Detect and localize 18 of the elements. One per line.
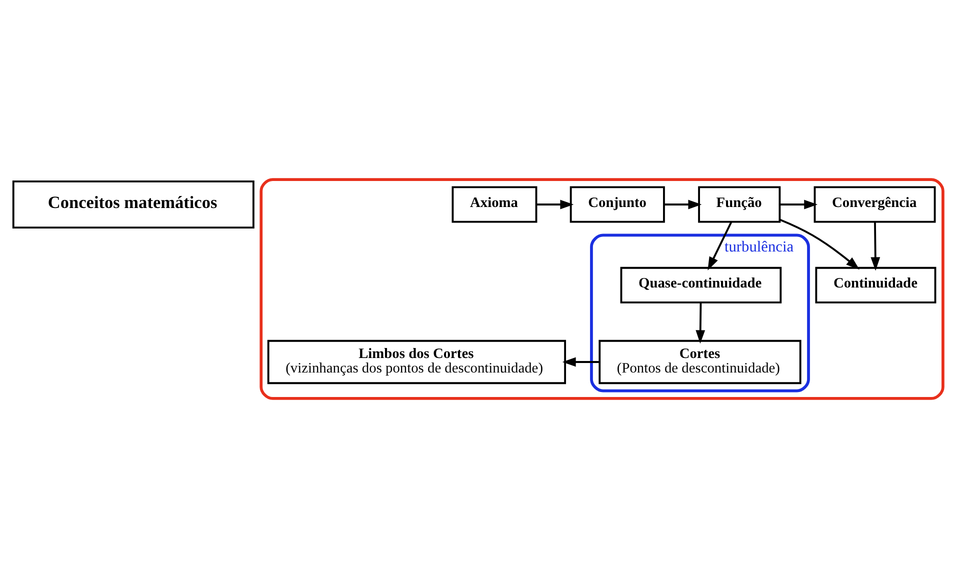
arrow: [708, 221, 732, 270]
arrow: [780, 199, 818, 209]
node-box: Conceitos matemáticos: [12, 180, 254, 228]
node-box: Continuidade: [815, 266, 936, 303]
arrow: [870, 222, 880, 270]
arrow: [664, 199, 702, 209]
node-box: Limbos dos Cortes (vizinhanças dos pontos de descontinuidade): [267, 339, 566, 384]
node-box: Cortes (Pontos de descontinuidade): [598, 339, 802, 384]
arrow: [696, 302, 706, 344]
arrow: [780, 218, 860, 270]
arrow: [562, 356, 600, 366]
arrow: [536, 199, 574, 209]
node-box: Conjunto: [570, 186, 665, 222]
node-box: Convergência: [814, 186, 936, 222]
node-box: Quase-continuidade: [620, 266, 782, 303]
cluster: [260, 178, 944, 400]
node-box: Função: [698, 186, 781, 222]
node-box: Axioma: [452, 186, 538, 222]
